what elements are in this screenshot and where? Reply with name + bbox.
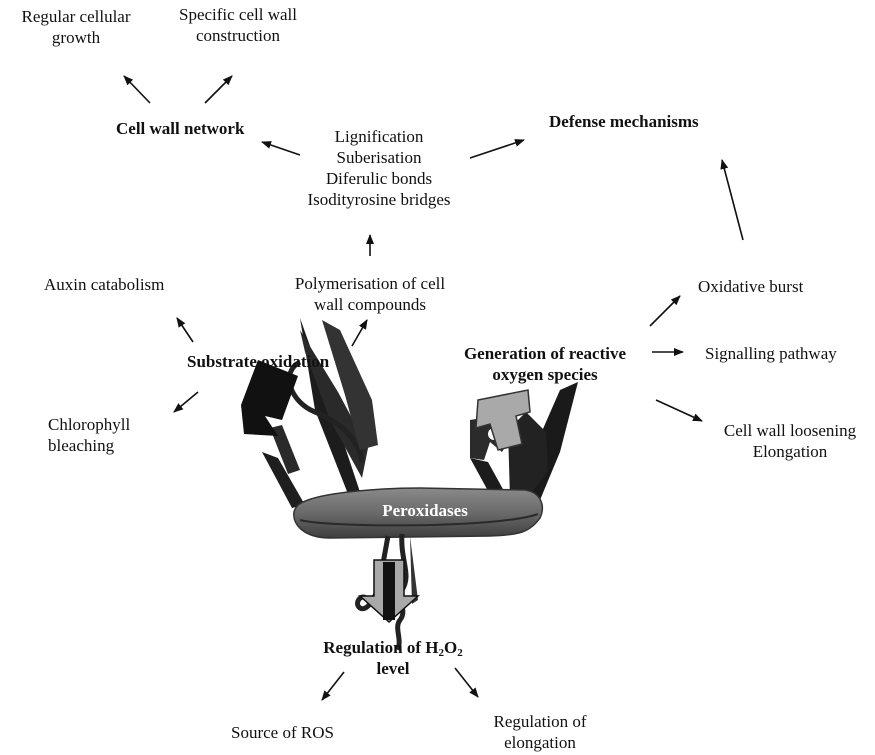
arrow-to-auxin: [176, 317, 194, 343]
chlorophyll-bleaching-label: Chlorophyll bleaching: [48, 414, 130, 456]
specific-construction-line-2: construction: [195, 26, 281, 45]
signalling-pathway-label: Signalling pathway: [705, 344, 837, 363]
regular-growth-line-1: Regular cellular: [21, 7, 131, 26]
generation-ros-line-1: Generation of reactive: [463, 344, 627, 363]
regulation-h2o2-line-2: level: [376, 659, 410, 678]
regular-growth-line-2: growth: [51, 28, 101, 47]
arrow-to-cell-wall-network: [261, 141, 301, 156]
regular-growth-label: Regular cellular growth: [0, 6, 152, 48]
scissors-grip-icon: [322, 320, 378, 450]
source-of-ros-label: Source of ROS: [231, 723, 334, 742]
arrow-to-regulation-elongation: [454, 667, 479, 698]
arrow-to-loosening: [655, 399, 703, 422]
suberisation-label: Suberisation: [336, 148, 422, 167]
substrate-oxidation-label: Substrate oxidation: [187, 352, 330, 371]
isodityrosine-bridges-label: Isodityrosine bridges: [307, 190, 451, 209]
regulation-h2o2-label: Regulation of H2O2 level: [298, 637, 488, 679]
arrow-to-chlorophyll: [173, 391, 199, 413]
processes-label: Lignification Suberisation Diferulic bon…: [290, 126, 468, 210]
oxidative-burst-label: Oxidative burst: [698, 277, 804, 296]
diferulic-bonds-label: Diferulic bonds: [325, 169, 433, 188]
arrow-to-regular-growth: [123, 75, 151, 104]
chlorophyll-line-1: Chlorophyll: [48, 415, 131, 434]
generation-ros-label: Generation of reactive oxygen species: [440, 343, 650, 385]
h2o2-title-text: Regulation of H: [323, 638, 439, 657]
defense-mechanisms-label: Defense mechanisms: [549, 112, 699, 131]
regulation-h2o2-line-1: Regulation of H2O2: [298, 637, 488, 659]
h2o2-subscript-2: 2: [457, 647, 463, 659]
arrow-to-polymerisation: [351, 319, 368, 347]
arrow-to-source-ros: [321, 671, 345, 701]
gray-block-arrow: [475, 389, 531, 451]
arrow-to-oxidative-burst: [649, 295, 681, 327]
specific-construction-line-1: Specific cell wall: [178, 5, 297, 24]
lignification-label: Lignification: [334, 127, 424, 146]
regulation-elongation-line-2: elongation: [504, 733, 576, 752]
loosening-line-2: Elongation: [752, 442, 828, 461]
chlorophyll-line-2: bleaching: [48, 436, 115, 455]
connector-arrows: [123, 75, 744, 701]
small-tool-icon: [270, 425, 300, 474]
blade-left-icon: [262, 452, 305, 508]
dark-block-arrow: [241, 360, 298, 436]
arrow-to-defense: [469, 139, 525, 159]
arrow-oxidative-to-defense: [720, 159, 744, 241]
awl-icon: [410, 536, 418, 604]
generation-ros-line-2: oxygen species: [492, 365, 598, 384]
polymerisation-line-2: wall compounds: [314, 295, 426, 314]
arrow-to-specific-construction: [204, 75, 233, 104]
regulation-elongation-line-1: Regulation of: [493, 712, 587, 731]
regulation-elongation-label: Regulation of elongation: [470, 711, 610, 753]
cell-wall-loosening-label: Cell wall loosening Elongation: [704, 420, 875, 462]
peroxidases-label: Peroxidases: [382, 501, 468, 520]
specific-construction-label: Specific cell wall construction: [158, 4, 318, 46]
h2o2-oxygen-text: O: [444, 638, 458, 657]
auxin-catabolism-label: Auxin catabolism: [44, 275, 165, 294]
h2o2-subscript-1: 2: [438, 647, 445, 659]
loosening-line-1: Cell wall loosening: [723, 421, 857, 440]
cell-wall-network-label: Cell wall network: [116, 119, 245, 138]
polymerisation-label: Polymerisation of cell wall compounds: [272, 273, 468, 315]
polymerisation-line-1: Polymerisation of cell: [294, 274, 446, 293]
